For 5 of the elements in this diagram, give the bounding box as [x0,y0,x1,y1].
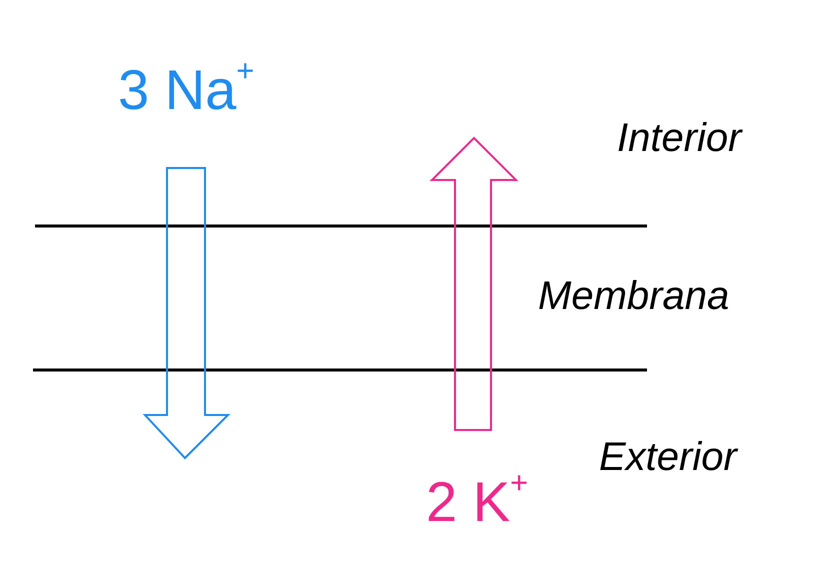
region-label: Interior [617,118,742,158]
region-label: Exterior [599,437,737,477]
ion-label: 3 Na$^{+}$ [118,62,254,118]
region-label: Membrana [538,276,730,316]
ion-label: 2 K$^{+}$ [426,474,528,530]
